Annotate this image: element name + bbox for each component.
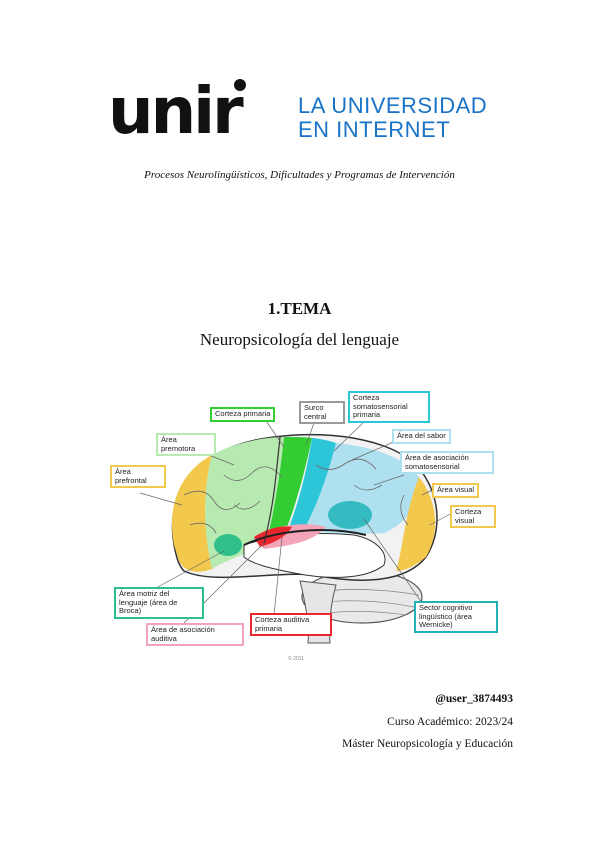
label-asociacion-auditiva: Área de asociación auditiva xyxy=(146,623,244,646)
logo-dot xyxy=(234,79,246,91)
unir-logo: unir LA UNIVERSIDAD EN INTERNET xyxy=(108,76,498,156)
label-asociacion-somatosensorial: Área de asociación somatosensorial xyxy=(400,451,494,474)
label-area-sabor: Área del sabor xyxy=(392,429,451,444)
label-area-prefrontal: Área prefrontal xyxy=(110,465,166,488)
master-program: Máster Neuropsicología y Educación xyxy=(342,738,513,750)
topic-number: 1.TEMA xyxy=(267,299,332,318)
logo-mark: unir xyxy=(108,75,244,149)
logo-line-1: LA UNIVERSIDAD xyxy=(298,93,488,118)
subject-line: Procesos Neurolingüísticos, Dificultades… xyxy=(144,169,455,181)
label-area-premotora: Área premotora xyxy=(156,433,216,456)
label-corteza-visual: Corteza visual xyxy=(450,505,496,528)
label-auditiva-primaria: Corteza auditiva primaria xyxy=(250,613,332,636)
academic-year: Curso Académico: 2023/24 xyxy=(387,716,513,728)
label-somatosensorial: Corteza somatosensorial primaria xyxy=(348,391,430,423)
label-broca: Área motriz del lenguaje (área de Broca) xyxy=(114,587,204,619)
logo-tagline: LA UNIVERSIDAD EN INTERNET xyxy=(298,94,487,142)
label-corteza-primaria: Corteza primaria xyxy=(210,407,276,422)
label-wernicke: Sector cognitivo lingüístico (área Werni… xyxy=(414,601,498,633)
topic-title: Neuropsicología del lenguaje xyxy=(199,330,400,349)
logo-line-2: EN INTERNET xyxy=(298,117,451,142)
copyright-text: © 2011 xyxy=(288,655,304,662)
label-area-visual: Área visual xyxy=(432,483,480,498)
brain-diagram: © 2011 Corteza primaria Surco central Co… xyxy=(104,385,508,665)
label-surco-central: Surco central xyxy=(299,401,345,424)
author-handle: @user_3874493 xyxy=(435,693,513,705)
brain-illustration: © 2011 xyxy=(139,417,453,662)
